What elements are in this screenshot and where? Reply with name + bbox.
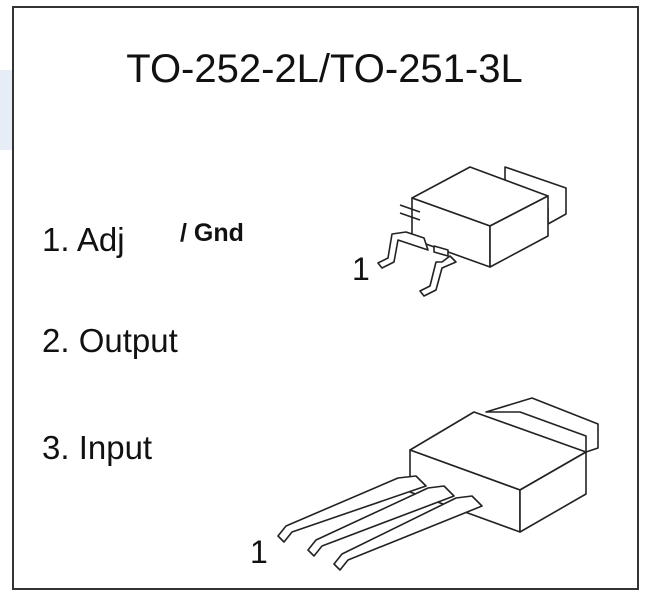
package-title: TO-252-2L/TO-251-3L <box>126 47 523 91</box>
left-edge-strip <box>0 70 12 150</box>
pin-2-label: 2. Output <box>42 322 178 359</box>
gnd-note: / Gnd <box>180 219 244 247</box>
pin-1-label: 1. Adj <box>42 221 125 258</box>
to251-pin1-marker: 1 <box>250 534 268 570</box>
to252-pin1-marker: 1 <box>352 251 370 287</box>
to252-package-drawing <box>377 166 567 297</box>
to251-package-drawing <box>277 397 599 571</box>
pin-3-label: 3. Input <box>42 429 153 466</box>
